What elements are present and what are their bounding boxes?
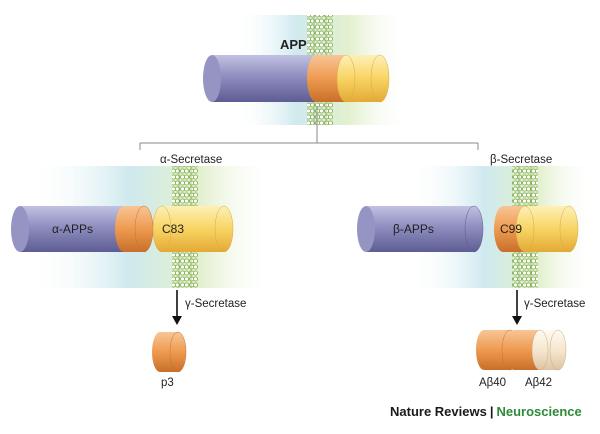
beta-apps-cylinder [357, 205, 484, 253]
app-cylinder [203, 54, 390, 103]
journal-name: Nature Reviews [390, 404, 487, 419]
beta-gamma-secretase-label: γ-Secretase [524, 298, 585, 310]
arrow-down-icon [172, 316, 182, 325]
app-label: APP [280, 37, 307, 52]
alpha-branch: α-Secretase α-APPs C83 γ-Secretase p3 [11, 154, 275, 389]
p3-cylinder [152, 331, 187, 373]
abeta42-label: Aβ42 [525, 377, 552, 389]
alpha-gamma-secretase-label: γ-Secretase [185, 298, 246, 310]
alpha-apps-label: α-APPs [52, 222, 93, 236]
alpha-secretase-label: α-Secretase [160, 154, 222, 166]
beta-branch: β-Secretase β-APPs C99 γ-Secretase [357, 154, 595, 389]
beta-apps-label: β-APPs [393, 222, 434, 236]
journal-subject: Neuroscience [496, 404, 582, 419]
split-bracket [139, 106, 479, 150]
p3-label: p3 [161, 377, 174, 389]
credit-separator: | [489, 404, 494, 419]
c83-label: C83 [162, 222, 184, 236]
c83-cylinder [152, 205, 234, 253]
c99-cylinder [494, 205, 579, 253]
abeta-cylinders [476, 329, 567, 371]
abeta40-label: Aβ40 [479, 377, 506, 389]
alpha-apps-cylinder [11, 205, 154, 253]
arrow-down-icon [512, 316, 522, 325]
app-group: APP [203, 15, 410, 125]
journal-credit: Nature Reviews|Neuroscience [390, 404, 582, 419]
beta-secretase-label: β-Secretase [490, 154, 552, 166]
c99-label: C99 [500, 222, 522, 236]
